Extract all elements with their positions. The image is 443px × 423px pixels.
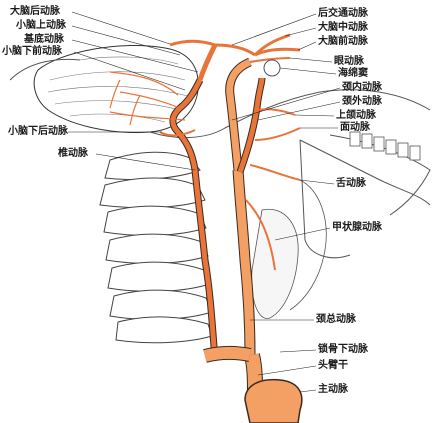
maxillary-artery	[257, 108, 296, 116]
label-posterior-inferior-cerebellar-artery: 小脑下后动脉	[8, 126, 68, 137]
superior-thyroid-artery	[245, 199, 276, 271]
larynx-outline	[289, 179, 327, 311]
label-cavernous-sinus: 海绵窦	[338, 68, 368, 79]
ophthalmic-artery	[249, 57, 291, 63]
label-brachiocephalic-trunk: 头臂干	[318, 360, 348, 371]
lingual-artery	[249, 164, 301, 181]
label-middle-cerebral-artery: 大脑中动脉	[318, 22, 368, 33]
label-aorta: 主动脉	[318, 384, 348, 395]
label-ophthalmic-artery: 眼动脉	[334, 56, 364, 67]
facial-artery	[254, 127, 301, 141]
label-lingual-artery: 舌动脉	[336, 178, 366, 189]
cavernous-sinus	[263, 59, 281, 77]
label-external-carotid-artery: 颈外动脉	[342, 96, 382, 107]
label-common-carotid-artery: 颈总动脉	[316, 314, 356, 325]
label-facial-artery: 面动脉	[340, 122, 370, 133]
label-basilar-artery: 基底动脉	[24, 34, 64, 45]
label-vertebral-artery: 椎动脉	[58, 148, 88, 159]
posterior-communicating-artery	[214, 43, 256, 57]
anterior-cerebral-artery	[254, 47, 301, 57]
basilar-artery	[197, 43, 218, 81]
label-anterior-inferior-cerebellar-artery: 小脑下前动脉	[2, 46, 62, 57]
posterior-inferior-cerebellar-artery	[159, 129, 196, 137]
label-superior-cerebellar-artery: 小脑上动脉	[16, 20, 66, 31]
label-posterior-communicating-artery: 后交通动脉	[318, 8, 368, 19]
teeth	[349, 131, 421, 161]
posterior-cerebral-artery	[169, 39, 216, 47]
label-internal-carotid-artery: 颈内动脉	[342, 82, 382, 93]
label-superior-thyroid-artery: 甲状腺动脉	[332, 222, 382, 233]
label-anterior-cerebral-artery: 大脑前动脉	[318, 36, 368, 47]
aorta	[244, 378, 303, 423]
label-maxillary-artery: 上颌动脉	[336, 110, 376, 121]
label-subclavian-artery: 锁骨下动脉	[318, 344, 368, 355]
label-posterior-cerebral-artery: 大脑后动脉	[10, 6, 60, 17]
